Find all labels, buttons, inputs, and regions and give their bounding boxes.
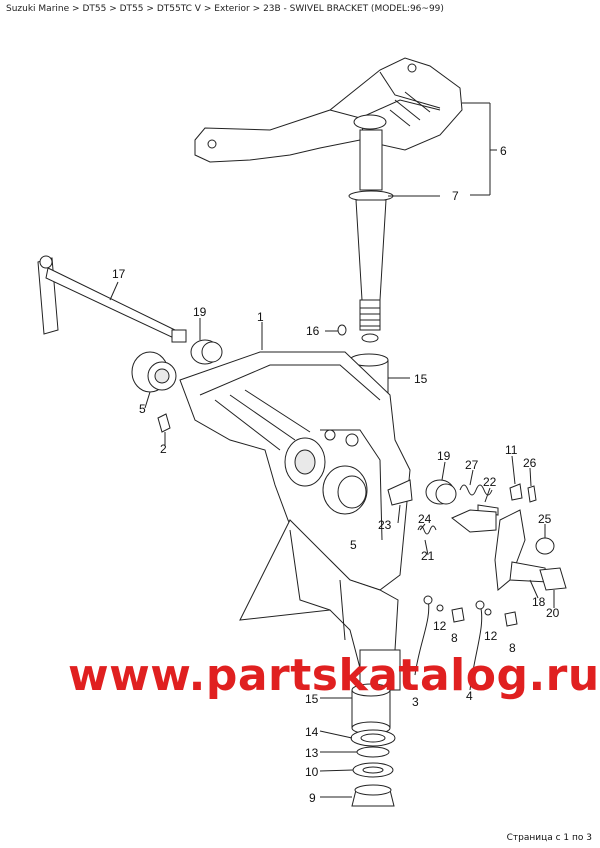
callout-3[interactable]: 3 [412, 695, 419, 709]
bolt-16 [337, 324, 347, 336]
breadcrumb-separator: > [109, 4, 117, 14]
callout-22[interactable]: 22 [483, 475, 497, 489]
callout-27[interactable]: 27 [465, 458, 479, 472]
watermark: www.partskatalog.ru [68, 650, 600, 701]
callout-26[interactable]: 26 [523, 456, 537, 470]
nut-25 [535, 537, 555, 555]
callout-11[interactable]: 11 [505, 443, 518, 457]
tilt-lever-18 [494, 509, 549, 591]
tilt-rod [37, 255, 187, 343]
clip-11 [509, 483, 523, 501]
lower-washer-10 [352, 762, 394, 778]
callout-15-lower[interactable]: 15 [305, 692, 319, 706]
spring-21 [417, 525, 437, 535]
spring-27 [459, 484, 493, 496]
callout-6[interactable]: 6 [500, 144, 507, 158]
lower-washer-14 [350, 729, 396, 747]
swivel-lower [239, 519, 401, 691]
lower-nut [351, 784, 395, 807]
callout-1[interactable]: 1 [257, 310, 264, 324]
breadcrumb: Suzuki Marine > DT55 > DT55 > DT55TC V >… [6, 4, 444, 14]
plate-23 [387, 479, 413, 506]
callout-7[interactable]: 7 [452, 189, 459, 203]
callout-15-upper[interactable]: 15 [414, 372, 428, 386]
steering-shaft [348, 129, 394, 343]
callouts: 6 7 17 19 1 16 15 5 2 19 27 11 26 22 23 … [112, 144, 560, 805]
bush-right [425, 479, 457, 505]
callout-24[interactable]: 24 [418, 512, 432, 526]
breadcrumb-separator: > [252, 4, 261, 14]
callout-5-left[interactable]: 5 [139, 402, 146, 416]
steering-bracket [194, 57, 463, 163]
breadcrumb-dt55tc-v[interactable]: DT55TC V [156, 4, 201, 14]
lever-24 [451, 509, 497, 533]
leader-lines [109, 102, 555, 798]
callout-13[interactable]: 13 [305, 746, 319, 760]
callout-2[interactable]: 2 [160, 442, 167, 456]
callout-10[interactable]: 10 [305, 765, 319, 779]
knob-20 [539, 567, 567, 591]
callout-5-right[interactable]: 5 [350, 538, 357, 552]
breadcrumb-separator: > [72, 4, 80, 14]
callout-4[interactable]: 4 [466, 689, 473, 703]
breadcrumb-dt55-sub[interactable]: DT55 [119, 4, 144, 14]
lower-washer-13 [356, 746, 390, 758]
swivel-bracket [179, 351, 411, 591]
grease-nipple [157, 413, 171, 433]
page-indicator: Страница с 1 по 3 [506, 833, 592, 843]
callout-21[interactable]: 21 [421, 549, 435, 563]
callout-19-right[interactable]: 19 [437, 449, 451, 463]
callout-12-left[interactable]: 12 [433, 619, 447, 633]
callout-8-left[interactable]: 8 [451, 631, 458, 645]
callout-25[interactable]: 25 [538, 512, 552, 526]
callout-18[interactable]: 18 [532, 595, 546, 609]
callout-14[interactable]: 14 [305, 725, 319, 739]
callout-12-right[interactable]: 12 [484, 629, 498, 643]
callout-20[interactable]: 20 [546, 606, 560, 620]
callout-8-right[interactable]: 8 [509, 641, 516, 655]
callout-19-left[interactable]: 19 [193, 305, 207, 319]
callout-16[interactable]: 16 [306, 324, 320, 338]
callout-17[interactable]: 17 [112, 267, 126, 281]
pin-26 [527, 485, 537, 503]
breadcrumb-suzuki-marine[interactable]: Suzuki Marine [6, 4, 70, 14]
breadcrumb-dt55[interactable]: DT55 [82, 4, 107, 14]
wire-3 [414, 595, 433, 676]
washer-left [131, 351, 177, 393]
callout-9[interactable]: 9 [309, 791, 316, 805]
wire-4 [469, 600, 485, 691]
breadcrumb-current: 23B - SWIVEL BRACKET (MODEL:96~99) [263, 4, 444, 14]
bush-left [190, 339, 223, 365]
bolts-8-12 [436, 604, 518, 627]
callout-23[interactable]: 23 [378, 518, 392, 532]
breadcrumb-exterior[interactable]: Exterior [214, 4, 250, 14]
breadcrumb-separator: > [146, 4, 154, 14]
breadcrumb-separator: > [203, 4, 212, 14]
